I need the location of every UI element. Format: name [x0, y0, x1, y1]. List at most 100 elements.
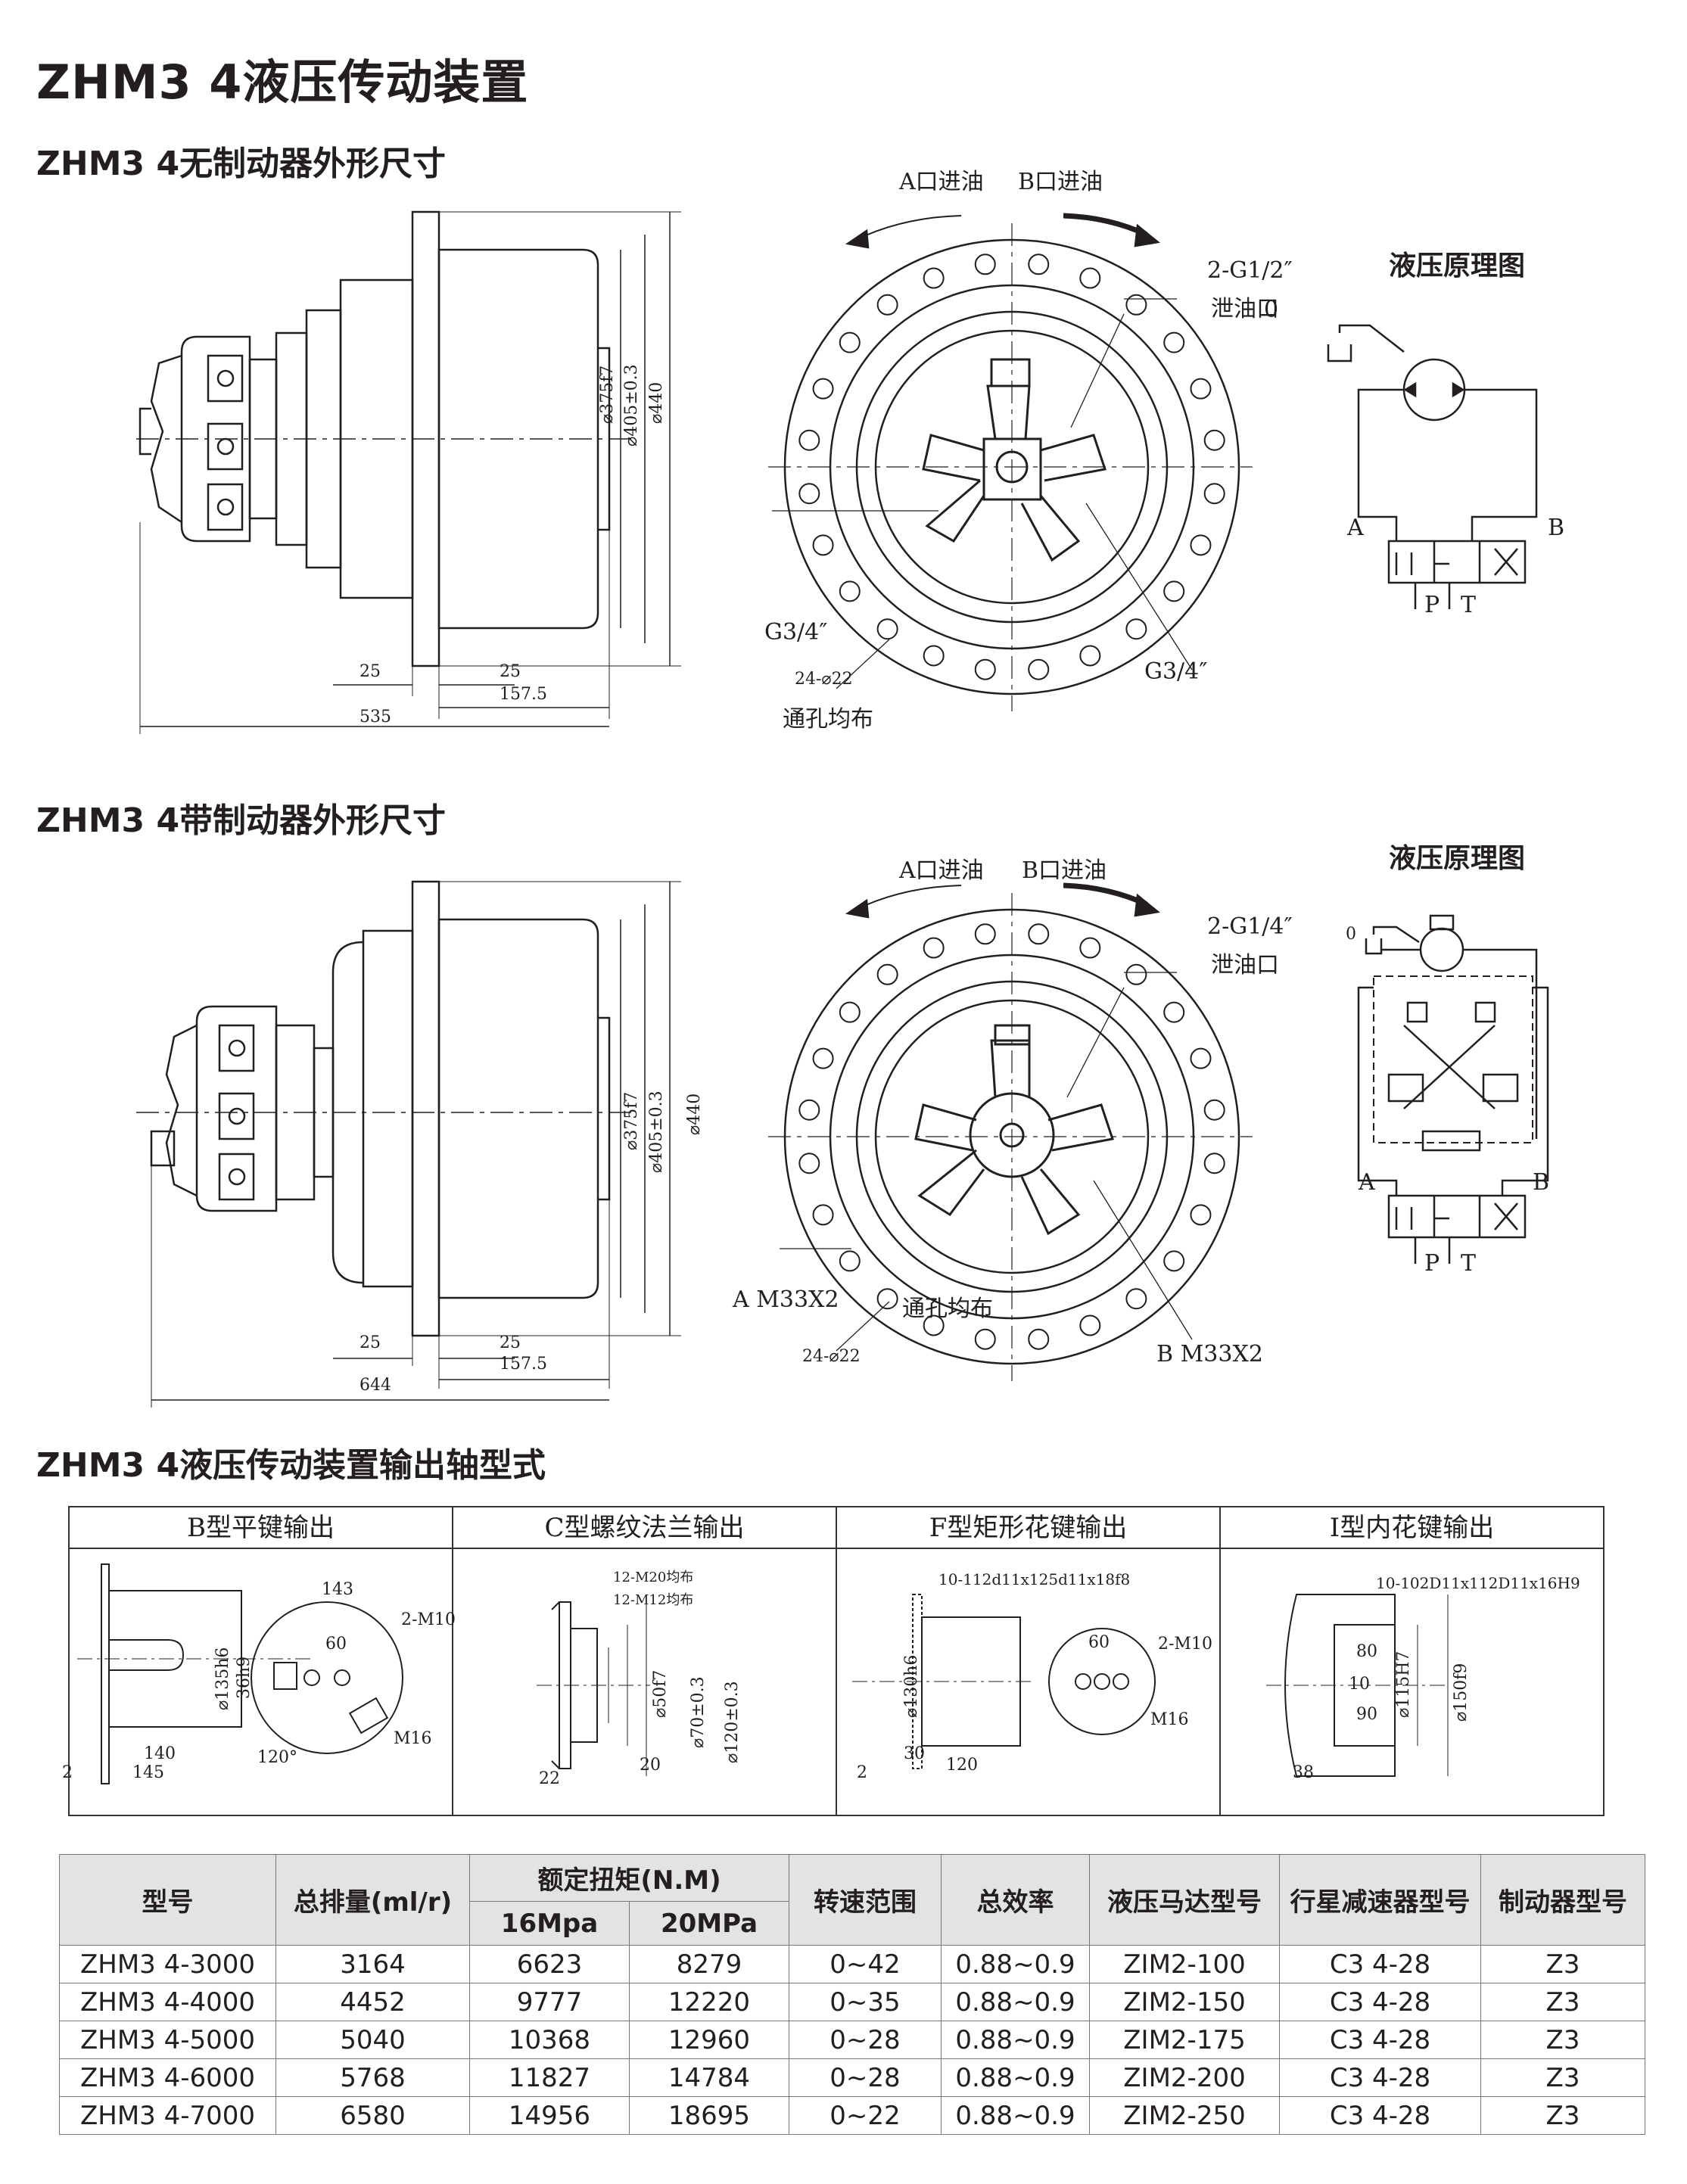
bolt-hole	[1080, 646, 1100, 665]
bolt-holes-1	[799, 254, 1224, 679]
bolt-hole	[1126, 1289, 1146, 1308]
table-cell: 18695	[629, 2096, 789, 2135]
table-cell: 14956	[469, 2096, 630, 2135]
schematic-t-1: T	[1461, 592, 1477, 618]
table-cell: 11827	[469, 2058, 630, 2097]
schematic-t-2: T	[1461, 1250, 1477, 1277]
table-cell: 0.88~0.9	[941, 2058, 1090, 2097]
bolt-hole	[799, 431, 819, 450]
bolt-hole	[1029, 1330, 1048, 1349]
table-cell: 0~28	[789, 2021, 942, 2059]
bolt-hole	[840, 333, 860, 353]
table-cell: 10368	[469, 2021, 630, 2059]
table-cell: C3 4-28	[1279, 2096, 1481, 2135]
b-dim-143: 143	[322, 1580, 353, 1599]
bolt-hole	[1126, 295, 1146, 315]
dim-d2-1: ⌀405±0.3	[622, 364, 641, 446]
dim-b-2: 25	[500, 1333, 521, 1352]
th-speed: 转速范围	[789, 1854, 942, 1946]
table-cell: 0~35	[789, 1983, 942, 2021]
flow-b-label-2: B口进油	[1022, 857, 1107, 884]
drain-port-2: 2-G1/4″	[1207, 913, 1293, 940]
shaft-type-i-label: I型内花键输出	[1221, 1507, 1603, 1549]
bolt-hole	[1164, 581, 1184, 601]
table-cell: ZHM3 4-6000	[59, 2058, 276, 2097]
bolt-hole	[1029, 924, 1048, 944]
bolt-hole	[878, 619, 898, 639]
table-cell: 14784	[629, 2058, 789, 2097]
b-dim-120deg: 120°	[257, 1748, 297, 1767]
bolt-hole	[1205, 484, 1225, 503]
dim-a-1: 25	[359, 662, 381, 681]
schematic-p-1: P	[1424, 592, 1440, 618]
dim-d3-1: ⌀440	[647, 381, 666, 424]
side-view-1	[136, 204, 711, 749]
i-dim-10: 10	[1349, 1675, 1370, 1694]
shaft-types-panel: B型平键输出 C型螺纹法兰输出 F型矩形花键输出	[68, 1506, 1605, 1816]
bolt-hole	[814, 379, 833, 399]
table-cell: ZIM2-175	[1089, 2021, 1280, 2059]
bolt-holes-2	[799, 924, 1224, 1349]
table-cell: ZIM2-100	[1089, 1945, 1280, 1983]
table-cell: ZHM3 4-7000	[59, 2096, 276, 2135]
bolt-hole	[1126, 619, 1146, 639]
dim-c-2: 157.5	[500, 1355, 547, 1374]
bolt-hole	[814, 1205, 833, 1224]
bolt-hole	[1029, 254, 1048, 274]
th-reducer: 行星减速器型号	[1279, 1854, 1481, 1946]
bolt-hole	[1205, 1153, 1225, 1173]
c-dim-m12: 12-M12均布	[613, 1592, 694, 1608]
section3-title: ZHM3 4液压传动装置输出轴型式	[36, 1446, 546, 1485]
schematic-2	[1336, 912, 1563, 1268]
table-cell: ZHM3 4-4000	[59, 1983, 276, 2021]
dim-c-1: 157.5	[500, 685, 547, 704]
b-dim-135: ⌀135h6	[213, 1647, 232, 1710]
table-cell: Z3	[1480, 2096, 1645, 2135]
table-cell: Z3	[1480, 1945, 1645, 1983]
shaft-type-f-label: F型矩形花键输出	[837, 1507, 1219, 1549]
bolt-hole	[840, 1251, 860, 1271]
c-dim-70: ⌀70±0.3	[689, 1676, 708, 1748]
table-cell: C3 4-28	[1279, 2021, 1481, 2059]
table-cell: 12220	[629, 1983, 789, 2021]
f-dim-m10: 2-M10	[1158, 1635, 1212, 1654]
bolt-hole	[814, 1049, 833, 1069]
table-cell: 0.88~0.9	[941, 2021, 1090, 2059]
th-model: 型号	[59, 1854, 276, 1946]
schematic-o-1: 0	[1264, 297, 1279, 323]
b-dim-145: 145	[132, 1763, 164, 1782]
port-right-1: G3/4″	[1144, 658, 1208, 685]
c-dim-20: 20	[640, 1756, 661, 1775]
bolt-hole	[1191, 1049, 1210, 1069]
bolt-hole	[1191, 379, 1210, 399]
port-right-2: B M33X2	[1156, 1341, 1263, 1367]
c-dim-22: 22	[539, 1769, 560, 1788]
c-dim-m20: 12-M20均布	[613, 1570, 694, 1585]
th-torque-20: 20MPa	[629, 1901, 789, 1946]
f-dim-spline: 10-112d11x125d11x18f8	[938, 1570, 1131, 1588]
table-cell: 0.88~0.9	[941, 1983, 1090, 2021]
bolt-hole	[924, 1315, 944, 1335]
bolt-hole	[799, 484, 819, 503]
bolt-hole	[1191, 535, 1210, 555]
schematic-a-2: A	[1359, 1169, 1375, 1196]
b-dim-m16: M16	[394, 1729, 432, 1748]
th-torque: 额定扭矩(N.M)	[469, 1854, 789, 1902]
schematic-title-1: 液压原理图	[1389, 250, 1526, 282]
schematic-p-2: P	[1424, 1250, 1440, 1277]
table-cell: 5768	[275, 2058, 470, 2097]
section1-title: ZHM3 4无制动器外形尺寸	[36, 145, 447, 183]
section2-title: ZHM3 4带制动器外形尺寸	[36, 801, 447, 840]
table-cell: 0~22	[789, 2096, 942, 2135]
shaft-type-b: B型平键输出	[70, 1507, 453, 1815]
front-view-1	[768, 208, 1253, 723]
schematic-o-2: 0	[1346, 925, 1356, 944]
bolt-hole	[840, 1003, 860, 1022]
spec-table: 型号 总排量(ml/r) 额定扭矩(N.M) 转速范围 总效率 液压马达型号 行…	[59, 1854, 1645, 2135]
bolt-hole	[976, 924, 995, 944]
flow-b-label-1: B口进油	[1018, 169, 1103, 195]
bolt-hole	[1205, 1100, 1225, 1120]
schematic-b-1: B	[1548, 515, 1565, 541]
bolt-hole	[878, 965, 898, 985]
